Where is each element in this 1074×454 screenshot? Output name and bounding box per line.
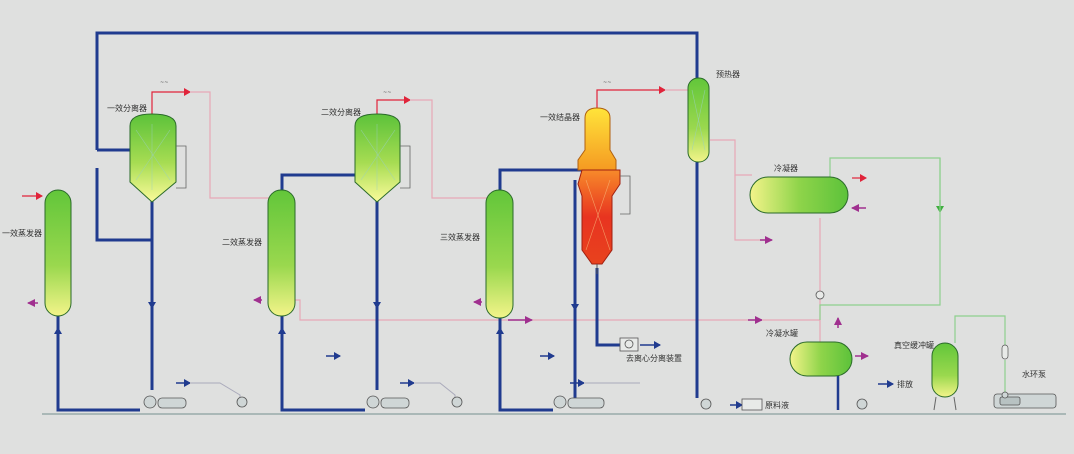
label-evaporator-3: 三效蒸发器 [440,232,480,242]
flowmeter-icon [624,339,634,349]
label-vacuum-buffer-tank: 真空缓冲罐 [894,340,934,350]
evaporator-1 [44,189,72,317]
label-evaporator-2: 二效蒸发器 [222,237,262,247]
tiny-mark: ~~ [603,80,611,86]
label-separator-2: 二效分离器 [321,107,361,117]
evaporator-3 [485,189,514,319]
label-condenser: 冷凝器 [774,163,798,173]
drain-pump [856,398,868,410]
label-preheater: 预热器 [716,69,740,79]
pump-2 [366,395,463,409]
liquid-flow-arrows [148,87,894,409]
pump-3 [553,395,605,409]
evaporator-2 [267,189,296,317]
label-condensate-tank: 冷凝水罐 [766,328,798,338]
pumps [143,391,1057,410]
side-arrows [22,174,869,360]
pump-1 [143,395,248,409]
preheater [687,77,710,163]
label-raw-feed: 原料液 [765,400,789,410]
separator-1 [129,113,187,203]
sight-glass-icon [1001,344,1009,360]
condensate-tank [789,341,853,410]
separator-2 [354,113,411,203]
tiny-mark: ~~ [383,90,391,96]
label-separator-1: 一效分离器 [107,103,147,113]
label-evaporator-1: 一效蒸发器 [2,228,42,238]
vacuum-buffer-tank [931,342,959,411]
label-crystallizer: 一效结晶器 [540,112,580,122]
label-drain: 排放 [897,379,913,389]
valve-icon [815,290,825,300]
label-water-ring-pump: 水环泵 [1022,369,1046,379]
crystallizer [577,107,631,274]
condenser [749,176,849,214]
centrifuge-box [619,337,639,352]
tiny-mark: ~~ [160,80,168,86]
feed-box [741,398,763,411]
label-to-centrifuge: 去离心分离装置 [626,353,682,363]
vacuum-pipes [819,157,1006,392]
water-ring-pump-body [993,391,1057,409]
feed-pump [700,398,712,410]
